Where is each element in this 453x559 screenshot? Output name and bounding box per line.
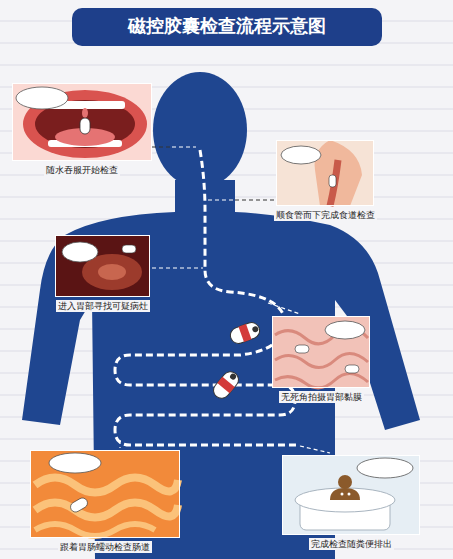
step-panel: 顺食管而下完成食道检查 — [276, 140, 374, 206]
step-panel: 跟着胃肠蠕动检查肠道 — [30, 450, 180, 538]
step-caption: 无死角拍摄胃部黏膜 — [279, 391, 364, 403]
digestive-path — [115, 150, 300, 445]
step-panel: 随水吞服开始检查 — [12, 83, 152, 161]
body-silhouette — [22, 72, 420, 559]
step-caption: 完成检查随粪便排出 — [309, 538, 394, 550]
intestine-picture — [30, 450, 180, 538]
step-caption: 随水吞服开始检查 — [44, 164, 120, 176]
step-panel: 进入胃部寻找可疑病灶 — [55, 235, 150, 297]
step-panel: 无死角拍摄胃部黏膜 — [272, 316, 370, 388]
capsule-icon — [228, 320, 262, 345]
mouth-picture — [12, 83, 152, 161]
step-panel: 完成检查随粪便排出 — [282, 455, 420, 535]
toilet-picture — [282, 455, 420, 535]
step-caption: 跟着胃肠蠕动检查肠道 — [58, 541, 152, 553]
step-caption: 顺食管而下完成食道检查 — [274, 209, 377, 221]
stomach-mucosa-picture — [272, 316, 370, 388]
diagram-title: 磁控胶囊检查流程示意图 — [0, 11, 453, 41]
capsule-icon — [210, 368, 242, 401]
step-caption: 进入胃部寻找可疑病灶 — [56, 300, 150, 312]
throat-picture — [276, 140, 374, 206]
stomach-picture — [55, 235, 150, 297]
